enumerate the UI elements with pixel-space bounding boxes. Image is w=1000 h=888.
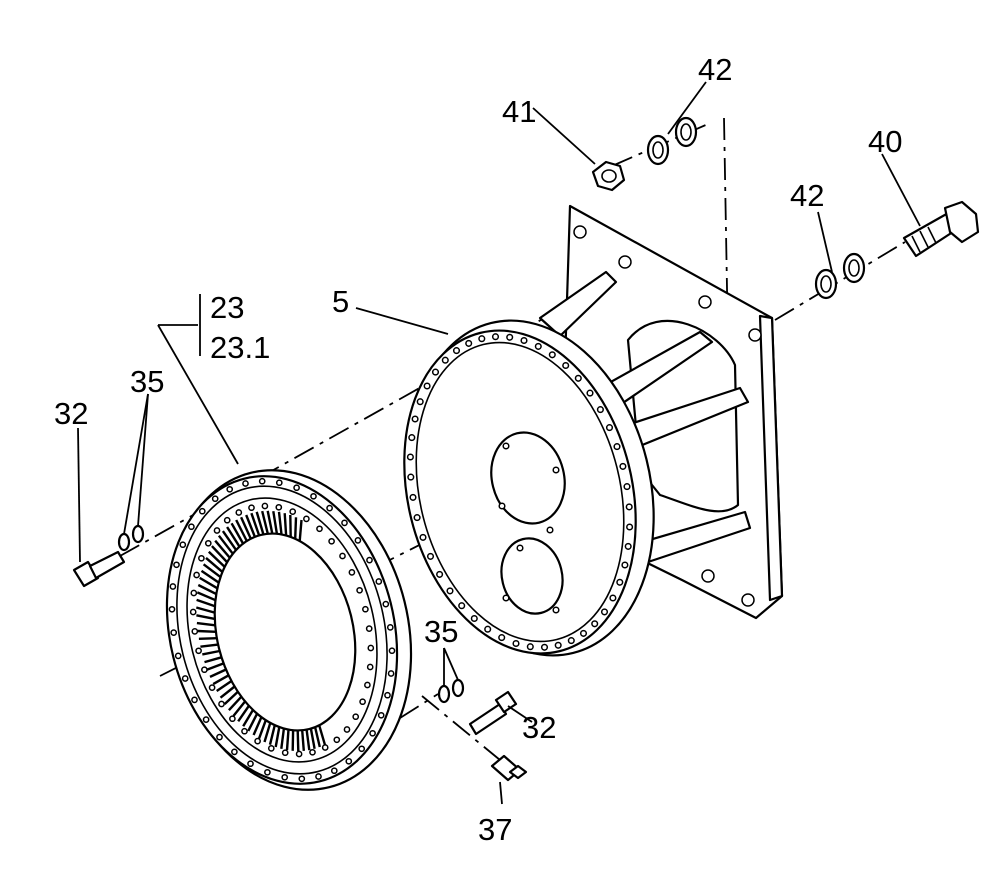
- screw-part-32-left: [72, 550, 126, 588]
- callout-32-left: 32: [54, 396, 88, 431]
- washers-part-42-right: [814, 252, 866, 300]
- callout-23-1: 23.1: [210, 330, 270, 365]
- callout-40: 40: [868, 124, 902, 159]
- leader-lines: [77, 81, 921, 805]
- slewing-ring-part-23: [165, 469, 413, 791]
- washers-part-42-top: [646, 116, 698, 166]
- callout-35-left: 35: [130, 364, 164, 399]
- washers-part-35-left: [117, 524, 145, 552]
- washers-part-35-right: [437, 678, 465, 704]
- grease-nipple-part-37: [490, 754, 528, 782]
- callout-5: 5: [332, 284, 349, 319]
- callout-41: 41: [502, 94, 536, 129]
- callout-35-right: 35: [424, 614, 458, 649]
- callout-42-top: 42: [698, 52, 732, 87]
- callout-labels: 5 23 23.1 32 32 35 35 37 40 41 42 42: [54, 52, 902, 847]
- callout-37: 37: [478, 812, 512, 847]
- housing-part-5: [403, 204, 784, 657]
- callout-23: 23: [210, 290, 244, 325]
- bolt-part-40: [902, 200, 980, 258]
- nut-part-41: [591, 160, 626, 192]
- callout-42-right: 42: [790, 178, 824, 213]
- screw-part-32-right: [468, 690, 518, 736]
- callout-32-right: 32: [522, 710, 556, 745]
